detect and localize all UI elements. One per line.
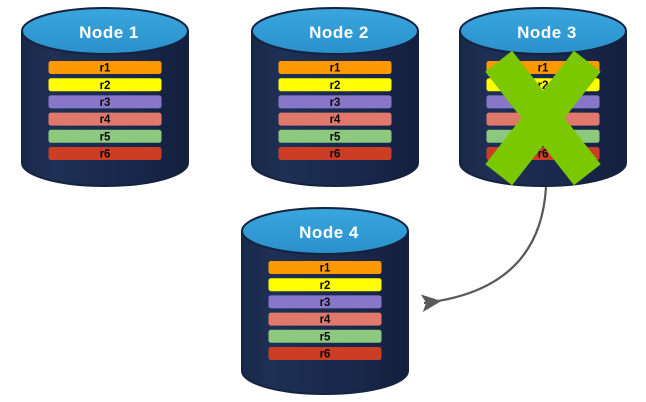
row-bar-r4[interactable]: r4 [48, 112, 162, 127]
row-bar-r1[interactable]: r1 [268, 261, 382, 275]
row-bar-label: r4 [330, 114, 341, 126]
row-bar-fill [268, 312, 382, 326]
row-bar-r3[interactable]: r3 [268, 295, 382, 309]
node-title: Node 1 [79, 23, 139, 42]
row-bar-fill [48, 61, 162, 74]
row-bar-label: r1 [538, 63, 549, 75]
row-bar-label: r3 [330, 97, 341, 109]
row-bar-r6[interactable]: r6 [268, 347, 382, 361]
row-bar-fill [278, 61, 392, 74]
row-bar-r1[interactable]: r1 [278, 61, 392, 75]
row-bar-fill [268, 295, 382, 309]
row-bar-fill [48, 147, 162, 160]
row-bar-r5[interactable]: r5 [268, 329, 382, 344]
arrow-layer [420, 186, 548, 312]
row-bar-label: r6 [538, 149, 549, 161]
row-bar-label: r2 [538, 80, 549, 92]
row-bar-r4[interactable]: r4 [278, 112, 392, 127]
node-cylinder-4[interactable]: Node 4 r1 r2 r3 r4 r5 r6 [241, 207, 409, 395]
cross-arm [485, 50, 601, 186]
row-bar-fill [278, 147, 392, 160]
row-bar-fill [268, 347, 382, 360]
row-bar-label: r6 [100, 149, 111, 161]
row-bar-fill [48, 112, 162, 126]
row-bar-fill [278, 78, 392, 92]
row-bar-r4[interactable]: r4 [268, 312, 382, 327]
row-bar-label: r5 [330, 131, 341, 143]
row-bar-r3[interactable]: r3 [48, 95, 162, 109]
row-bar-r1[interactable]: r1 [48, 61, 162, 75]
cylinder-top-disc [251, 7, 419, 55]
row-bar-label: r5 [100, 131, 111, 143]
row-bar-r5[interactable]: r5 [48, 129, 162, 144]
node-title: Node 4 [299, 223, 359, 242]
failure-marker-layer [485, 50, 601, 186]
row-bar-fill [48, 129, 162, 143]
row-bar-r6[interactable]: r6 [278, 147, 392, 161]
row-bar-label: r1 [330, 63, 341, 75]
row-bar-label: r5 [320, 331, 331, 343]
row-bar-label: r3 [320, 297, 331, 309]
row-bar-fill [268, 278, 382, 292]
row-bar-fill [278, 95, 392, 109]
node-title: Node 2 [309, 23, 369, 42]
row-bar-label: r2 [320, 280, 331, 292]
node-cylinder-1[interactable]: Node 1 r1 r2 r3 r4 r5 r6 [21, 7, 189, 187]
row-bar-label: r3 [100, 97, 111, 109]
cylinder-top-disc [241, 207, 409, 255]
row-bar-r5[interactable]: r5 [278, 129, 392, 144]
row-bar-label: r1 [320, 263, 331, 275]
row-bar-r2[interactable]: r2 [48, 78, 162, 92]
row-bar-label: r4 [100, 114, 111, 126]
cylinder-top-disc [21, 7, 189, 55]
row-bar-r2[interactable]: r2 [268, 278, 382, 292]
row-bar-fill [48, 95, 162, 109]
row-bar-fill [268, 261, 382, 274]
cylinder-top-disc [459, 7, 627, 55]
row-bar-fill [278, 129, 392, 143]
row-bar-label: r6 [330, 149, 341, 161]
failure-cross-icon [485, 50, 601, 186]
row-bar-r3[interactable]: r3 [278, 95, 392, 109]
row-bar-label: r1 [100, 63, 111, 75]
row-bar-fill [268, 329, 382, 343]
row-bar-r6[interactable]: r6 [48, 147, 162, 161]
row-bar-label: r6 [320, 349, 331, 361]
row-bar-label: r2 [330, 80, 341, 92]
row-bar-label: r4 [320, 314, 331, 326]
cylinder-body [241, 230, 409, 395]
row-bar-fill [278, 112, 392, 126]
row-bar-r2[interactable]: r2 [278, 78, 392, 92]
row-bar-fill [48, 78, 162, 92]
row-bar-label: r2 [100, 80, 111, 92]
node-title: Node 3 [517, 23, 577, 42]
node-cylinder-2[interactable]: Node 2 r1 r2 r3 r4 r5 r6 [251, 7, 419, 187]
replication-arrow [420, 186, 548, 312]
